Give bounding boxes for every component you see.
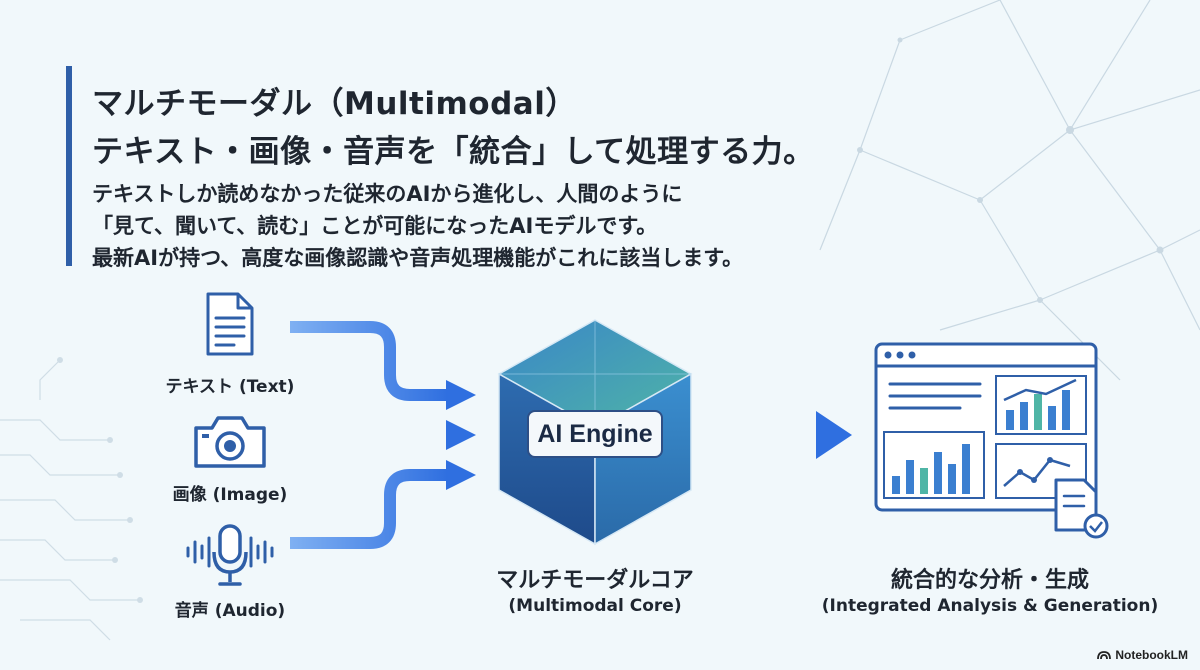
core-subtitle: (Multimodal Core) xyxy=(508,596,682,616)
description-line-3: 最新AIが持つ、高度な画像認識や音声処理機能がこれに該当します。 xyxy=(92,246,744,270)
arrow-from-audio xyxy=(290,469,448,549)
brand-watermark: NotebookLM xyxy=(1097,648,1188,662)
page-subtitle: テキスト・画像・音声を「統合」して処理する力。 xyxy=(92,134,815,170)
output-title: 統合的な分析・生成 xyxy=(890,568,1089,593)
input-label-audio: 音声 (Audio) xyxy=(174,601,286,621)
output-subtitle: (Integrated Analysis & Generation) xyxy=(821,596,1159,616)
arrow-from-text xyxy=(290,321,448,401)
core-title: マルチモーダルコア xyxy=(496,568,694,593)
brand-label: NotebookLM xyxy=(1115,648,1188,662)
page-title: マルチモーダル（Multimodal） xyxy=(92,86,577,122)
input-label-text: テキスト (Text) xyxy=(165,377,295,397)
microphone-icon xyxy=(186,524,274,586)
document-icon xyxy=(206,292,254,356)
dashboard-icon xyxy=(874,342,1109,539)
notebooklm-logo-icon xyxy=(1097,651,1112,660)
description-line-2: 「見て、聞いて、読む」ことが可能になったAIモデルです。 xyxy=(92,214,658,238)
title-accent-bar xyxy=(66,66,72,266)
camera-icon xyxy=(194,416,266,468)
input-label-image: 画像 (Image) xyxy=(172,485,288,505)
flow-arrows xyxy=(290,321,852,549)
ai-engine-label: AI Engine xyxy=(527,410,663,458)
description-line-1: テキストしか読めなかった従来のAIから進化し、人間のように xyxy=(92,182,683,206)
